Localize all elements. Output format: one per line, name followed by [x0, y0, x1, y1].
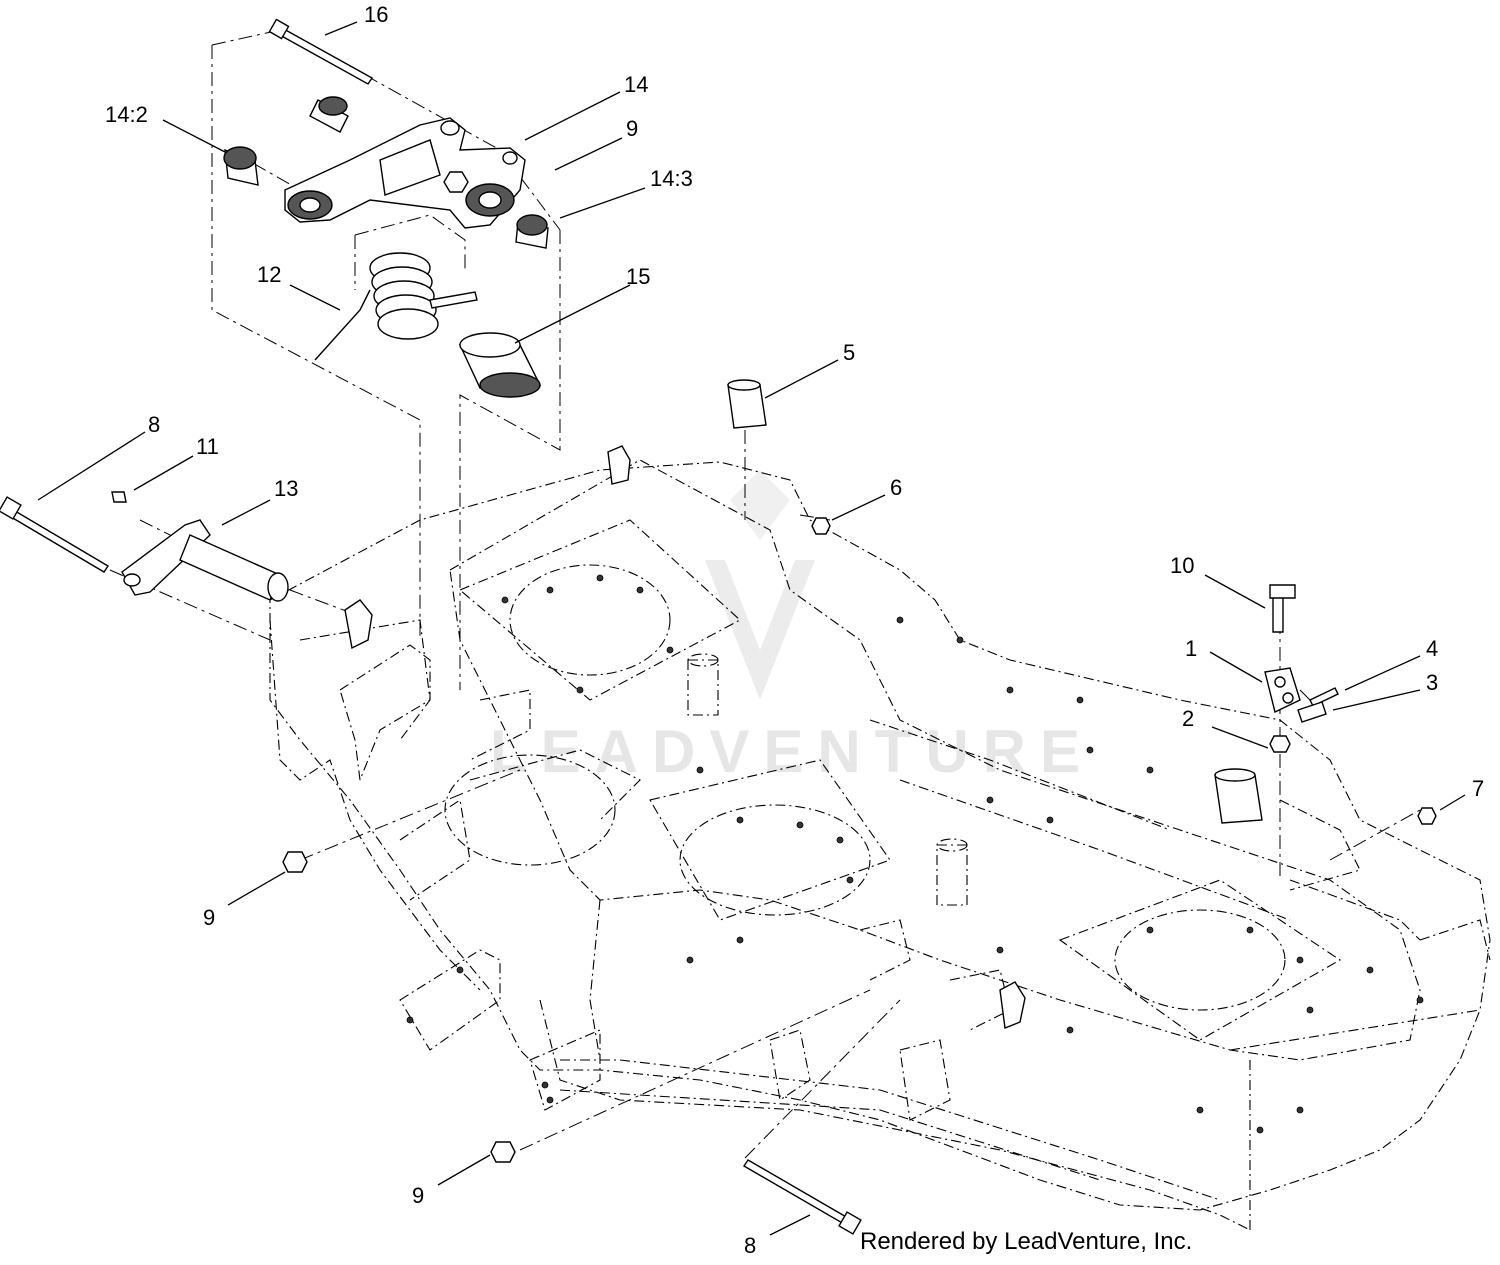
callout-14-3: 14:3	[650, 166, 693, 191]
callout-8-left: 8	[148, 412, 160, 437]
callout-10: 10	[1170, 553, 1194, 578]
render-credit: Rendered by LeadVenture, Inc.	[860, 1228, 1193, 1255]
callout-14: 14	[624, 72, 648, 97]
nut-2-part	[1269, 735, 1291, 753]
callout-12: 12	[257, 262, 281, 287]
bumper-right-part	[1214, 768, 1263, 824]
callout-2: 2	[1182, 706, 1194, 731]
bushing-14-3-part	[515, 214, 549, 249]
callouts: 16 14 14:2 9 14:3 12 15 5 8 11 13 6 10 1…	[105, 2, 1484, 1258]
fitting-11-part	[111, 491, 127, 503]
leader-lines	[37, 21, 1466, 1236]
bumper-5-part	[727, 379, 767, 429]
callout-8-bottom: 8	[744, 1233, 756, 1258]
callout-9-top: 9	[626, 116, 638, 141]
watermark: LEADVENTURE	[490, 470, 1094, 785]
callout-16: 16	[364, 2, 388, 27]
pin-3-part	[1297, 701, 1327, 723]
callout-7: 7	[1472, 776, 1484, 801]
bushing-part	[309, 96, 349, 133]
bolt-8-bottom-part	[743, 1159, 862, 1235]
spacer-15-part	[458, 332, 542, 398]
deck-holes	[406, 574, 1424, 1134]
anti-scalp-bracket-part	[344, 445, 1026, 1029]
callout-6: 6	[890, 475, 902, 500]
pin-10-part	[1269, 584, 1296, 633]
bolt-16-part	[268, 18, 374, 85]
callout-4: 4	[1426, 636, 1438, 661]
nut-9-top-part	[443, 171, 469, 193]
callout-13: 13	[274, 476, 298, 501]
callout-11: 11	[196, 434, 219, 459]
idler-arm-14-part	[284, 117, 526, 229]
callout-3: 3	[1426, 670, 1438, 695]
callout-1: 1	[1185, 636, 1197, 661]
callout-14-2: 14:2	[105, 102, 148, 127]
mower-deck	[269, 459, 1491, 1231]
bushing-14-2-part	[223, 146, 259, 186]
callout-15: 15	[626, 264, 650, 289]
callout-9-mid: 9	[203, 905, 215, 930]
latch-1-part	[1264, 667, 1301, 714]
callout-5: 5	[843, 340, 855, 365]
nut-9-bottom-part	[490, 1141, 516, 1163]
callout-9-bottom: 9	[412, 1183, 424, 1208]
nut-6-part	[811, 517, 831, 535]
bolt-8-left-part	[0, 496, 109, 573]
clip-4-part	[1309, 687, 1339, 707]
pivot-arm-13-part	[121, 519, 289, 602]
nut-9-mid-part	[282, 851, 308, 873]
watermark-text: LEADVENTURE	[490, 718, 1094, 785]
parts	[0, 18, 1437, 1235]
nut-7-part	[1417, 807, 1437, 825]
spring-12-part	[314, 252, 478, 361]
